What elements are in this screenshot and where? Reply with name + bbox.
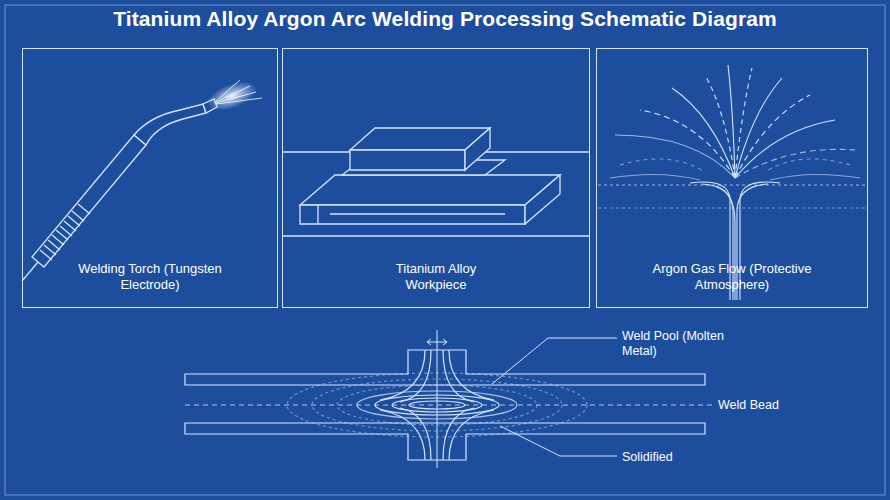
workpiece-blocks <box>282 128 590 236</box>
leader-lines <box>492 338 617 456</box>
panel-box: Argon Gas Flow (Protective Atmosphere) <box>596 48 868 308</box>
panel-label: Welding Torch (Tungsten Electrode) <box>75 261 225 293</box>
outer-frame <box>5 5 885 495</box>
argon-flow <box>598 65 866 300</box>
diagram-title: Titanium Alloy Argon Arc Welding Process… <box>0 7 890 31</box>
panel-box: Titanium Alloy Workpiece <box>282 48 590 308</box>
panel-label: Titanium Alloy Workpiece <box>381 261 491 293</box>
callout-label: Weld Pool (Molten Metal) <box>622 329 734 359</box>
arc-spray <box>216 80 262 104</box>
callout-label: Solidified <box>622 450 712 465</box>
welding-torch <box>22 99 217 281</box>
panel-label: Argon Gas Flow (Protective Atmosphere) <box>648 261 816 293</box>
callout-label: Weld Bead <box>718 398 808 413</box>
panel-box: Welding Torch (Tungsten Electrode) <box>22 48 278 308</box>
